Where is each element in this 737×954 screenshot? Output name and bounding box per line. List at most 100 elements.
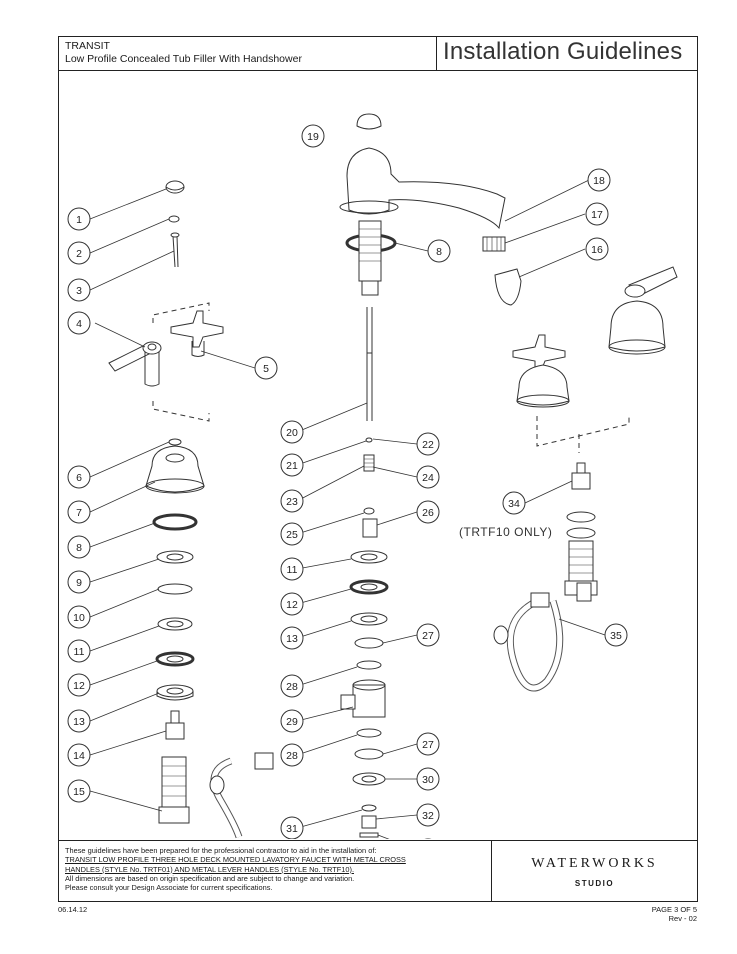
svg-text:32: 32: [422, 810, 434, 822]
callout-6: 6: [67, 465, 91, 489]
callout-17: 17: [585, 202, 609, 226]
part-28-oring-b: [356, 728, 382, 738]
part-9-ring: [156, 550, 194, 564]
handle-option-bracket-top: [152, 302, 210, 323]
svg-text:8: 8: [436, 246, 442, 258]
callout-26: 26: [416, 500, 440, 524]
page-frame: TRANSIT Low Profile Concealed Tub Filler…: [58, 36, 698, 902]
callout-20: 20: [280, 420, 304, 444]
part-18-spout: [339, 147, 506, 230]
callout-13-center: 13: [280, 626, 304, 650]
callout-8-left: 8: [67, 535, 91, 559]
right-valve-body: [564, 511, 598, 602]
header-divider: [436, 37, 437, 70]
svg-text:35: 35: [610, 630, 622, 642]
svg-text:4: 4: [76, 318, 82, 330]
product-title: TRANSIT Low Profile Concealed Tub Filler…: [65, 40, 302, 66]
svg-text:6: 6: [76, 472, 82, 484]
svg-text:25: 25: [286, 529, 298, 541]
callout-23: 23: [280, 489, 304, 513]
part-11-washer: [157, 617, 193, 631]
svg-text:30: 30: [422, 774, 434, 786]
callout-25: 25: [280, 522, 304, 546]
right-cross-handle: [512, 334, 570, 408]
exploded-diagram-svg: 1 2 3 4 5 6 7 8 9 10 11 12 13 14 15 19 1…: [67, 113, 678, 862]
part-15-valve-body: [158, 756, 190, 824]
note-line-4: All dimensions are based on origin speci…: [65, 873, 355, 883]
part-29-tee: [340, 679, 386, 718]
part-21-clip: [365, 437, 373, 443]
part-8-gasket: [152, 513, 198, 531]
hose-lower-left: [209, 752, 274, 839]
callout-12-left: 12: [67, 673, 91, 697]
leader-lines: [89, 179, 606, 851]
svg-text:3: 3: [76, 285, 82, 297]
page-info: PAGE 3 OF 5 Rev - 02: [652, 905, 697, 923]
svg-text:20: 20: [286, 427, 298, 439]
svg-text:27: 27: [422, 739, 434, 751]
svg-text:34: 34: [508, 498, 520, 510]
svg-text:22: 22: [422, 439, 434, 451]
part-17-aerator: [482, 236, 506, 252]
callout-1: 1: [67, 207, 91, 231]
callout-28-a: 28: [280, 674, 304, 698]
callout-15: 15: [67, 779, 91, 803]
svg-text:13: 13: [73, 716, 85, 728]
svg-text:24: 24: [422, 472, 434, 484]
callout-19: 19: [301, 124, 325, 148]
svg-text:28: 28: [286, 750, 298, 762]
part-25-washer: [363, 507, 375, 515]
part-23-spring: [363, 454, 375, 472]
callout-10: 10: [67, 605, 91, 629]
page-number: PAGE 3 OF 5: [651, 905, 697, 914]
part-26-fitting: [362, 518, 378, 538]
svg-text:8: 8: [76, 542, 82, 554]
callout-35: 35: [604, 623, 628, 647]
product-subtitle: Low Profile Concealed Tub Filler With Ha…: [65, 53, 302, 65]
part-12-washer: [155, 651, 195, 667]
part-5-cross-handle: [170, 310, 224, 357]
callout-24: 24: [416, 465, 440, 489]
svg-text:17: 17: [591, 209, 603, 221]
spout-shank: [358, 220, 382, 296]
revision: Rev - 02: [668, 914, 697, 923]
svg-text:16: 16: [591, 244, 603, 256]
svg-text:21: 21: [286, 460, 298, 472]
svg-text:15: 15: [73, 786, 85, 798]
part-3-screw: [170, 232, 180, 268]
part-13-nut-center: [350, 612, 388, 626]
callout-11-left: 11: [67, 639, 91, 663]
svg-text:11: 11: [287, 564, 298, 576]
brand-name: WATERWORKS: [531, 856, 658, 871]
note-line-5: Please consult your Design Associate for…: [65, 883, 273, 893]
callout-32: 32: [416, 803, 440, 827]
document-date: 06.14.12: [58, 905, 88, 914]
brand-subname: STUDIO: [574, 879, 615, 888]
svg-text:31: 31: [286, 823, 298, 835]
part-27-washer-b: [354, 748, 384, 760]
callout-31: 31: [280, 816, 304, 840]
handle-option-bracket-bottom: [152, 401, 210, 422]
exploded-view-drawing: 1 2 3 4 5 6 7 8 9 10 11 12 13 14 15 19 1…: [59, 71, 697, 862]
part-20-rod: [366, 307, 373, 421]
callout-8-center: 8: [427, 239, 451, 263]
callout-18: 18: [587, 168, 611, 192]
svg-text:23: 23: [286, 496, 298, 508]
callout-3: 3: [67, 278, 91, 302]
trtf10-only-note: (TRTF10 ONLY): [459, 525, 552, 539]
part-14-cartridge: [165, 710, 185, 740]
callout-34: 34: [502, 491, 526, 515]
svg-text:27: 27: [422, 630, 434, 642]
brand-logo: WATERWORKS STUDIO: [492, 841, 697, 902]
part-10-oring: [157, 583, 193, 595]
svg-text:28: 28: [286, 681, 298, 693]
part-13-nut: [156, 684, 194, 701]
svg-text:2: 2: [76, 248, 82, 260]
callout-11-center: 11: [280, 557, 304, 581]
part-7-escutcheon: [145, 445, 205, 494]
svg-text:26: 26: [422, 507, 434, 519]
callout-14: 14: [67, 743, 91, 767]
callout-5: 5: [254, 356, 278, 380]
part-11-washer-center: [350, 550, 388, 564]
part-33-adapter: [359, 832, 379, 838]
